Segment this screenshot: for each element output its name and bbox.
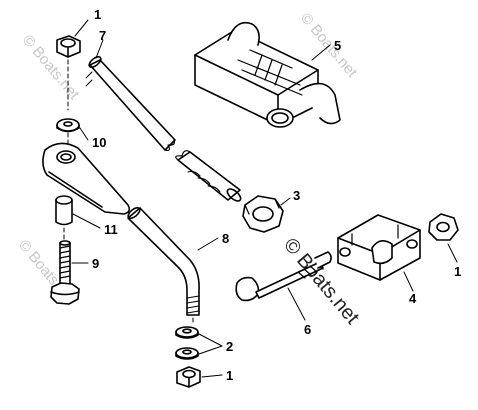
callout-bracket: 5 bbox=[334, 38, 341, 53]
screw-part bbox=[50, 240, 80, 305]
callout-washer-top: 10 bbox=[92, 135, 106, 150]
nut-right-part bbox=[428, 213, 459, 241]
callout-nut-bottom: 1 bbox=[226, 368, 233, 383]
callout-tube: 7 bbox=[99, 28, 106, 43]
callout-rod: 8 bbox=[222, 231, 229, 246]
washer-top-part bbox=[56, 118, 80, 133]
callout-nut-mid: 3 bbox=[293, 188, 300, 203]
callout-clamp: 4 bbox=[409, 291, 417, 306]
clamp-part bbox=[337, 214, 421, 281]
nut-top-part bbox=[56, 35, 81, 58]
tube-part bbox=[85, 55, 242, 202]
rod-part bbox=[127, 206, 200, 316]
bracket-part bbox=[194, 21, 341, 128]
bolt-part bbox=[235, 251, 332, 302]
spacer-part bbox=[55, 195, 73, 226]
link-arm-part bbox=[42, 142, 131, 215]
callout-washers-bottom: 2 bbox=[226, 339, 233, 354]
callout-nut-top: 1 bbox=[94, 7, 101, 22]
nut-mid-part bbox=[242, 195, 284, 233]
callout-nut-right: 1 bbox=[454, 264, 461, 279]
leader-lines bbox=[71, 19, 458, 378]
nut-bottom-part bbox=[176, 366, 201, 388]
washers-bottom-part bbox=[175, 326, 199, 360]
callout-screw: 9 bbox=[92, 256, 99, 271]
callout-spacer: 11 bbox=[104, 222, 118, 237]
callout-bolt: 6 bbox=[304, 322, 311, 337]
